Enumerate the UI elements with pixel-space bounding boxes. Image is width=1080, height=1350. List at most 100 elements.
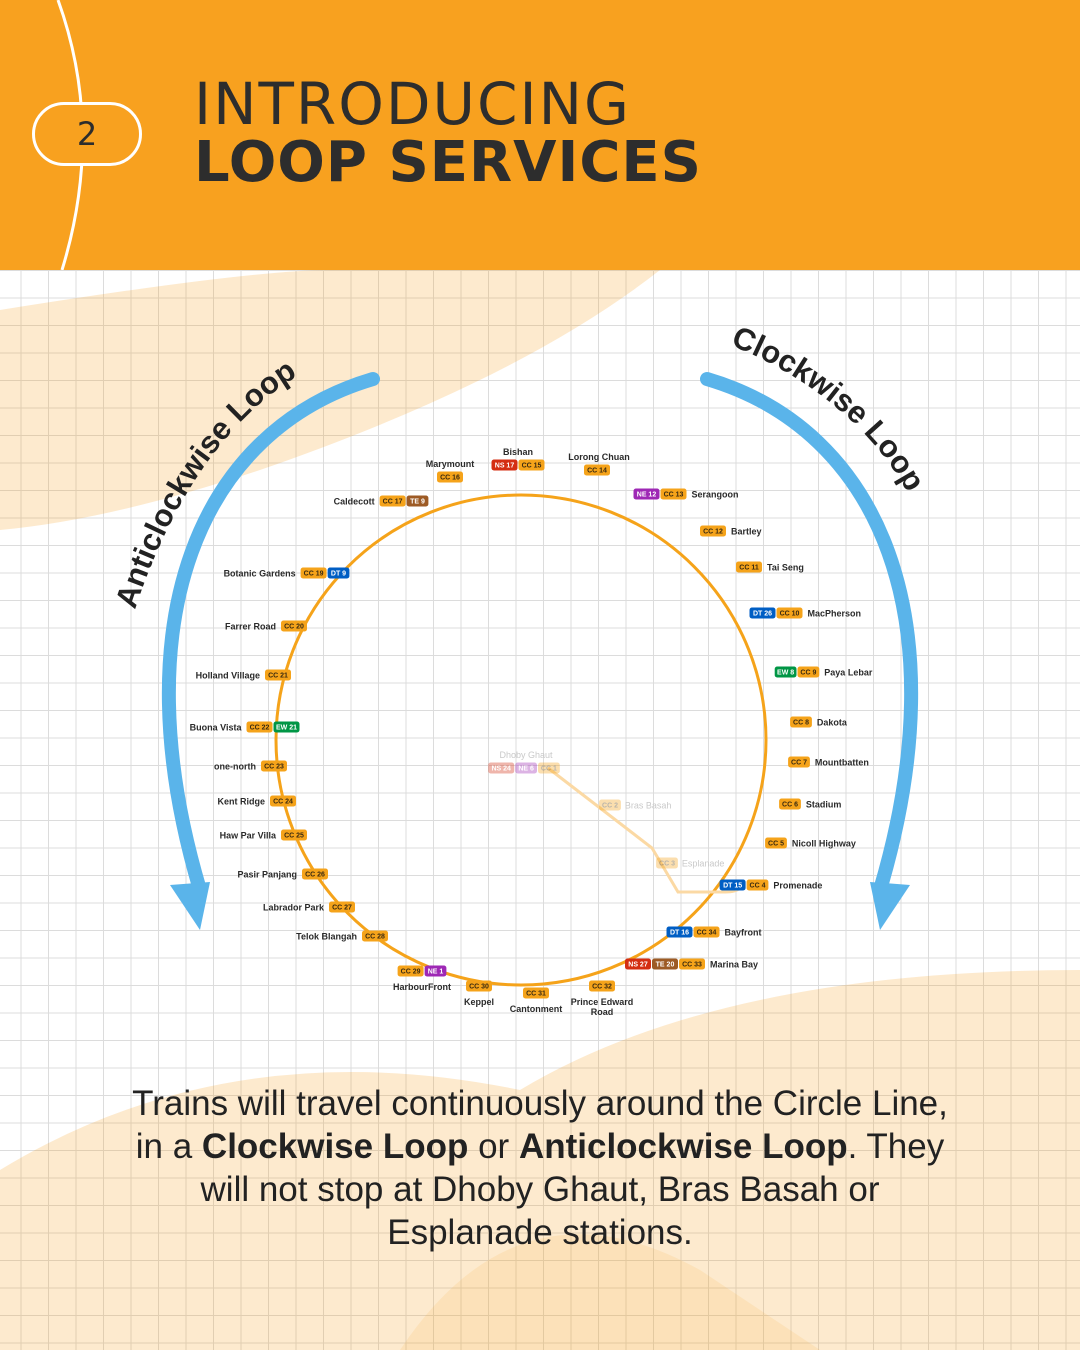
station-code-text: CC 15 xyxy=(522,463,542,470)
clockwise-loop-label: Clockwise Loop xyxy=(727,319,932,497)
station-name-label: Buona Vista xyxy=(190,723,243,733)
station-code-badge: CC 17 xyxy=(379,495,406,507)
station-name-label: Promenade xyxy=(773,881,822,891)
station-code-text: TE 9 xyxy=(410,499,425,506)
station-haw-par-villa: CC 25 Haw Par Villa xyxy=(220,829,307,841)
station-promenade: DT 15 CC 4 Promenade xyxy=(719,879,822,891)
station-name-label: Haw Par Villa xyxy=(220,831,277,841)
station-code-text: TE 20 xyxy=(656,962,675,969)
station-code-text: CC 13 xyxy=(664,492,684,499)
station-name-label: Bishan xyxy=(503,447,533,457)
station-code-text: CC 9 xyxy=(800,670,816,677)
station-code-badge: TE 20 xyxy=(652,958,678,970)
station-code-text: EW 21 xyxy=(276,725,297,732)
station-code-text: CC 20 xyxy=(284,624,304,631)
station-name-label: Stadium xyxy=(806,800,842,810)
station-code-text: DT 15 xyxy=(723,883,742,890)
caption-part3: . They will not stop at Dhoby Ghaut, Bra… xyxy=(200,1127,945,1252)
station-code-text: DT 26 xyxy=(753,611,772,618)
caption-part1: Trains will travel continuously around t… xyxy=(132,1084,948,1166)
station-name-label: Telok Blangah xyxy=(296,932,357,942)
station-serangoon: NE 12 CC 13 Serangoon xyxy=(633,488,739,500)
station-code-badge: DT 16 xyxy=(666,926,693,938)
station-code-badge: EW 21 xyxy=(273,721,300,733)
station-code-badge: CC 11 xyxy=(736,561,762,573)
station-code-badge: EW 8 xyxy=(774,666,797,678)
station-code-badge: DT 15 xyxy=(719,879,746,891)
station-name-label: Nicoll Highway xyxy=(792,839,856,849)
station-code-badge: CC 20 xyxy=(281,620,307,632)
station-code-badge: CC 7 xyxy=(788,756,810,768)
station-name-label: Serangoon xyxy=(692,490,739,500)
caption-text: Trains will travel continuously around t… xyxy=(120,1082,960,1254)
skipped-station-name-label: Dhoby Ghaut xyxy=(499,750,553,760)
station-code-badge: CC 8 xyxy=(790,716,812,728)
station-code-badge: CC 23 xyxy=(261,760,287,772)
anticlockwise-arrow-head xyxy=(170,882,210,930)
station-paya-lebar: EW 8 CC 9 Paya Lebar xyxy=(774,666,873,678)
station-code-badge: CC 22 xyxy=(246,721,273,733)
station-code-text: CC 24 xyxy=(273,799,293,806)
station-code-text: CC 26 xyxy=(305,872,325,879)
station-code-text: CC 16 xyxy=(440,475,460,482)
station-code-text: CC 3 xyxy=(659,861,675,868)
station-code-text: CC 4 xyxy=(750,883,766,890)
station-cantonment: CC 31 Cantonment xyxy=(510,987,563,1014)
station-code-badge: CC 13 xyxy=(660,488,687,500)
station-mountbatten: CC 7 Mountbatten xyxy=(788,756,869,768)
station-code-badge: CC 16 xyxy=(437,471,463,483)
station-name-label: Labrador Park xyxy=(263,903,325,913)
station-name-label: Cantonment xyxy=(510,1004,563,1014)
station-code-text: NE 6 xyxy=(518,766,534,773)
station-code-text: CC 31 xyxy=(526,991,546,998)
station-code-badge: NE 6 xyxy=(515,762,537,774)
page-title-line2: LOOP SERVICES xyxy=(194,130,703,195)
station-code-badge: CC 29 xyxy=(397,965,424,977)
station-code-badge: CC 26 xyxy=(302,868,328,880)
station-code-text: CC 5 xyxy=(768,841,784,848)
station-code-text: EW 8 xyxy=(777,670,794,677)
station-code-badge: NE 1 xyxy=(424,965,447,977)
station-name-label: Paya Lebar xyxy=(824,668,873,678)
station-code-text: CC 33 xyxy=(682,962,702,969)
station-name-label: Marymount xyxy=(426,459,475,469)
station-code-badge: CC 32 xyxy=(589,980,615,992)
slide-number-badge: 2 xyxy=(32,102,142,166)
station-code-text: CC 32 xyxy=(592,984,612,991)
station-code-badge: CC 33 xyxy=(679,958,705,970)
station-name-label: Mountbatten xyxy=(815,758,869,768)
station-code-text: CC 25 xyxy=(284,833,304,840)
station-code-badge: NE 12 xyxy=(633,488,660,500)
station-code-badge: CC 4 xyxy=(746,879,769,891)
clockwise-arrow-shaft xyxy=(700,372,919,897)
station-code-badge: CC 25 xyxy=(281,829,307,841)
station-code-badge: CC 1 xyxy=(538,762,560,774)
station-code-badge: CC 2 xyxy=(599,799,621,811)
station-code-text: CC 7 xyxy=(791,760,807,767)
station-name-label: Marina Bay xyxy=(710,960,758,970)
caption-part2: or xyxy=(468,1127,519,1166)
station-code-text: CC 8 xyxy=(793,720,809,727)
station-code-badge: CC 5 xyxy=(765,837,787,849)
page-title-line1: INTRODUCING xyxy=(194,70,631,138)
station-nicoll-highway: CC 5 Nicoll Highway xyxy=(765,837,856,849)
anticlockwise-arrow-shaft xyxy=(161,372,380,897)
station-code-text: NS 27 xyxy=(628,962,648,969)
station-name-label: Pasir Panjang xyxy=(237,870,297,880)
caption-clockwise-bold: Clockwise Loop xyxy=(201,1127,469,1166)
station-code-text: CC 11 xyxy=(739,565,759,572)
